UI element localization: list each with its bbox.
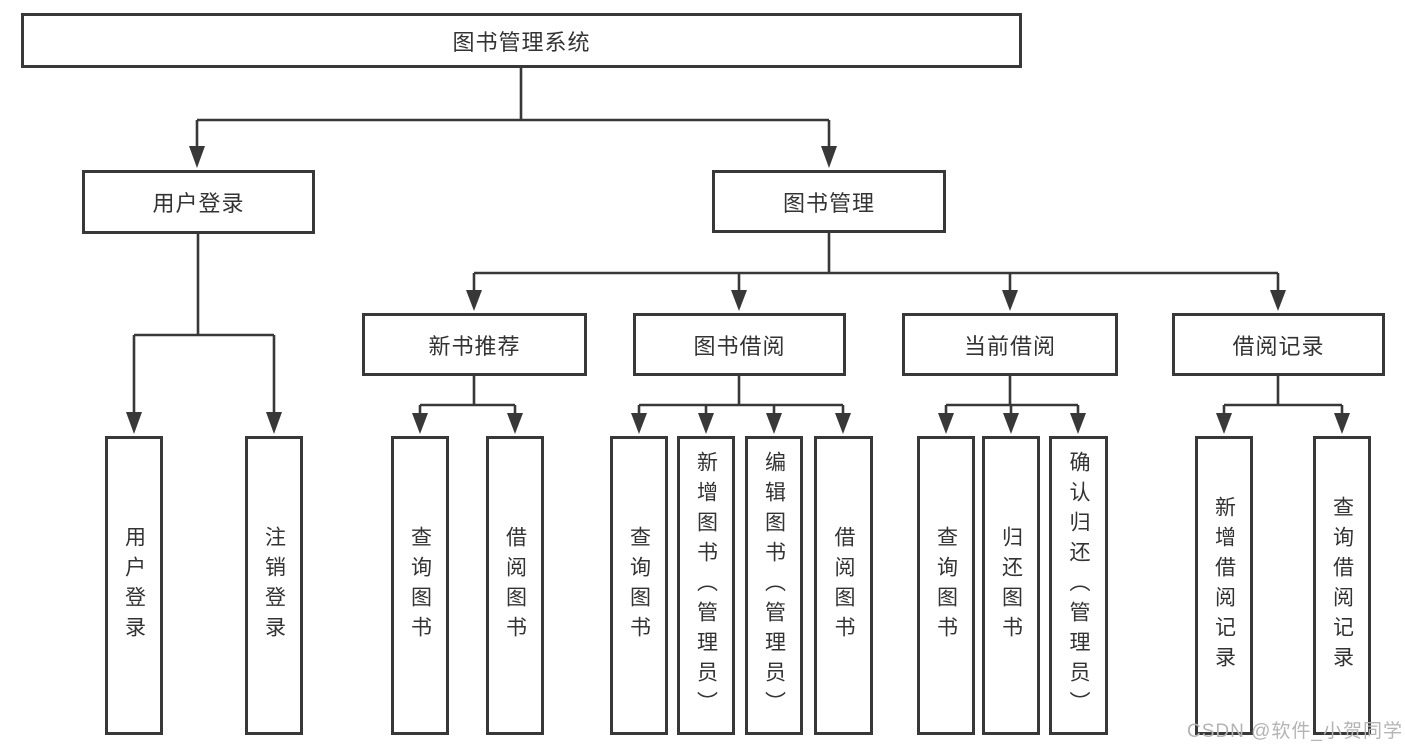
node-root: 图书管理系统 (21, 13, 1022, 68)
leaf-user-login: 用户登录 (105, 436, 163, 735)
leaf-query-borrow-record: 查询借阅记录 (1313, 436, 1371, 735)
leaf-borrow-books-recommend: 借阅图书 (486, 436, 544, 735)
leaf-confirm-return-admin: 确认归还（管理员） (1049, 436, 1108, 735)
connector-user-login (134, 232, 274, 337)
connector-new-book-recommend (420, 374, 515, 407)
leaf-add-borrow-record: 新增借阅记录 (1195, 436, 1253, 735)
leaf-query-books-borrow: 查询图书 (610, 436, 668, 735)
csdn-watermark: CSDN @软件_小贺同学 (1187, 721, 1403, 742)
connector-current-borrow (946, 374, 1078, 407)
node-book-management: 图书管理 (712, 170, 946, 233)
leaf-edit-books-admin: 编辑图书（管理员） (745, 436, 803, 735)
node-current-borrow: 当前借阅 (902, 313, 1118, 376)
leaf-query-books-recommend: 查询图书 (391, 436, 449, 735)
leaf-add-books-admin: 新增图书（管理员） (677, 436, 735, 735)
node-user-login: 用户登录 (82, 170, 315, 234)
connector-borrow-records (1224, 374, 1342, 407)
leaf-logout-login: 注销登录 (245, 436, 303, 735)
connector-root (197, 66, 829, 122)
leaf-query-books-current: 查询图书 (917, 436, 975, 735)
leaf-return-books: 归还图书 (982, 436, 1040, 735)
connector-book-management (474, 231, 1278, 275)
node-new-book-recommend: 新书推荐 (362, 313, 587, 376)
leaf-borrow-books: 借阅图书 (814, 436, 873, 735)
connector-book-borrow (639, 374, 843, 407)
node-book-borrow: 图书借阅 (633, 313, 846, 376)
node-borrow-records: 借阅记录 (1172, 313, 1385, 376)
